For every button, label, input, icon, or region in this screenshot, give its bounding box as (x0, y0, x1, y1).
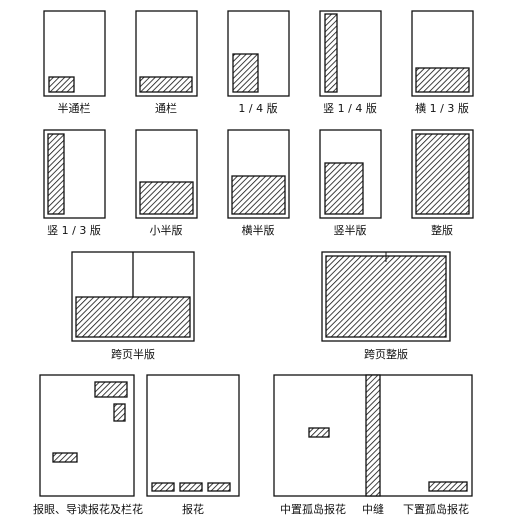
page-vertical-third (43, 129, 106, 219)
label-spread-half: 跨页半版 (111, 348, 155, 361)
spread-island-ads (273, 374, 473, 497)
label-gutter: 中缝 (362, 503, 384, 516)
page-half-through (43, 10, 106, 97)
label-horizontal-third: 横 1 / 3 版 (415, 102, 469, 115)
page-quarter (227, 10, 290, 97)
label-small-half: 小半版 (149, 224, 183, 237)
page-vertical-half (319, 129, 382, 219)
page-through (135, 10, 198, 97)
label-vertical-half: 竖半版 (333, 224, 367, 237)
label-quarter: 1 / 4 版 (238, 102, 278, 115)
label-vertical-third: 竖 1 / 3 版 (47, 224, 101, 237)
label-through: 通栏 (155, 102, 177, 115)
page-small-half (135, 129, 198, 219)
label-ad-flowers: 报花 (182, 503, 204, 516)
page-vertical-quarter (319, 10, 382, 97)
label-spread-full: 跨页整版 (364, 348, 408, 361)
label-horizontal-half: 横半版 (241, 224, 275, 237)
label-full: 整版 (431, 224, 453, 237)
page-horizontal-half (227, 129, 290, 219)
page-ad-flowers (146, 374, 240, 497)
page-horizontal-third (411, 10, 474, 97)
page-masthead-ads (39, 374, 135, 497)
spread-half (71, 251, 195, 342)
label-bottom-island: 下置孤岛报花 (403, 503, 469, 516)
page-full (411, 129, 474, 219)
spread-full (321, 251, 451, 342)
label-masthead-ads: 报眼、导读报花及栏花 (33, 503, 143, 516)
label-center-island: 中置孤岛报花 (280, 503, 346, 516)
label-half-through: 半通栏 (57, 102, 91, 115)
label-vertical-quarter: 竖 1 / 4 版 (323, 102, 377, 115)
